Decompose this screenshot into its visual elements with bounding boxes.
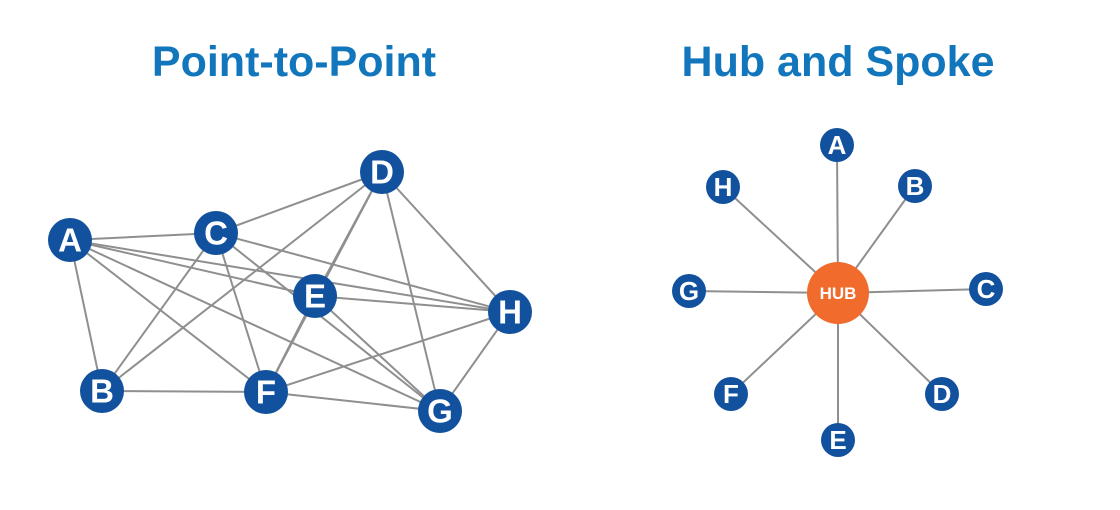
p2p-edge-E-G: [314, 295, 441, 412]
p2p-edge-F-G: [265, 391, 441, 412]
p2p-edge-A-H: [69, 239, 511, 313]
p2p-node-C: [194, 211, 238, 255]
p2p-edge-A-C: [69, 232, 217, 241]
p2p-node-E: [293, 274, 337, 318]
spoke-node-A: [820, 128, 854, 162]
spoke-node-F: [714, 377, 748, 411]
p2p-node-F: [244, 370, 288, 414]
p2p-edge-D-H: [381, 171, 511, 313]
spoke-node-E: [821, 423, 855, 457]
point-to-point-title: Point-to-Point: [151, 38, 437, 86]
p2p-edge-A-F: [69, 239, 267, 393]
p2p-edge-A-G: [69, 239, 441, 412]
p2p-edge-B-D: [101, 171, 383, 392]
p2p-edge-C-H: [215, 232, 511, 313]
p2p-edge-E-H: [314, 295, 511, 313]
spoke-node-C: [969, 272, 1003, 306]
p2p-node-G: [418, 389, 462, 433]
p2p-edge-A-E: [69, 239, 316, 297]
p2p-edge-B-C: [101, 232, 217, 392]
p2p-edge-D-G: [381, 171, 441, 412]
p2p-node-D: [360, 150, 404, 194]
p2p-edge-B-F: [101, 390, 267, 393]
p2p-edge-F-H: [265, 311, 511, 393]
spoke-node-G: [672, 274, 706, 308]
p2p-edge-C-D: [215, 171, 383, 234]
p2p-node-H: [488, 290, 532, 334]
p2p-edge-A-B: [69, 239, 103, 392]
p2p-node-A: [48, 218, 92, 262]
p2p-edge-C-F: [215, 232, 267, 393]
p2p-node-B: [80, 369, 124, 413]
point-to-point-edges: [69, 171, 511, 412]
p2p-edge-C-G: [215, 232, 441, 412]
hub-and-spoke-title: Hub and Spoke: [681, 38, 995, 86]
hub-node-HUB: [807, 262, 869, 324]
spoke-node-H: [706, 170, 740, 204]
spoke-node-D: [925, 377, 959, 411]
spoke-node-B: [898, 169, 932, 203]
